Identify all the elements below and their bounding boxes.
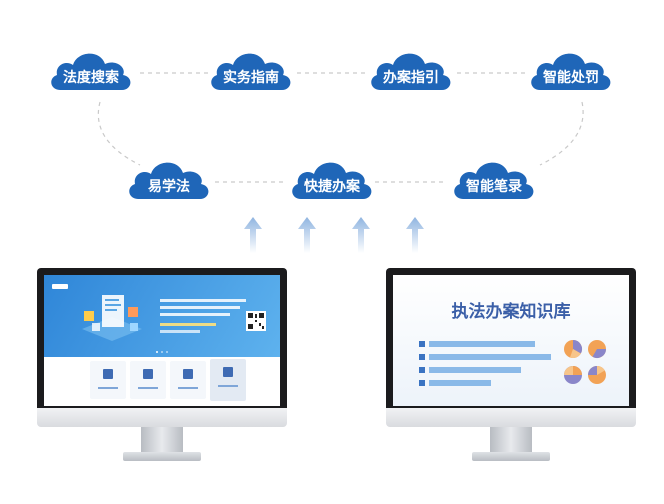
bar-marker xyxy=(419,354,425,360)
feature-tile xyxy=(170,361,206,399)
bar xyxy=(429,367,521,373)
monitor-screen: 执法办案知识库 xyxy=(393,275,629,406)
cloud-icon xyxy=(211,53,291,90)
up-arrow-icon xyxy=(298,217,316,253)
monitor-screen xyxy=(44,275,280,406)
cloud-icon xyxy=(51,53,131,90)
bar-marker xyxy=(419,367,425,373)
feature-tile xyxy=(90,361,126,399)
feature-tile-active xyxy=(210,359,246,401)
monitor-neck xyxy=(490,427,532,453)
bar-marker xyxy=(419,341,425,347)
bar xyxy=(429,354,551,360)
hero-banner xyxy=(44,275,280,357)
bar xyxy=(429,341,535,347)
cloud-label: 办案指引 xyxy=(383,70,439,86)
monitor-chin xyxy=(386,408,636,427)
bar-marker xyxy=(419,380,425,386)
cloud-label: 实务指南 xyxy=(223,70,279,86)
feature-tile xyxy=(130,361,166,399)
cloud-icon xyxy=(531,53,611,90)
cloud-label: 智能笔录 xyxy=(466,179,522,195)
knowledge-base-title: 执法办案知识库 xyxy=(451,302,571,322)
cloud-label: 快捷办案 xyxy=(304,179,360,195)
bar-chart-icon xyxy=(419,341,551,386)
hero-text-line xyxy=(160,313,230,316)
up-arrow-icon xyxy=(244,217,262,253)
cloud-icon xyxy=(129,162,209,199)
monitor-left xyxy=(37,268,287,464)
connector-curve xyxy=(539,101,584,166)
app-logo xyxy=(52,284,68,289)
cloud-label: 法度搜索 xyxy=(63,70,119,86)
qr-code-icon xyxy=(246,311,266,331)
carousel-dots xyxy=(156,351,168,353)
pie-chart-icon xyxy=(564,340,606,384)
cloud-fadu-search: 法度搜索 xyxy=(46,44,136,94)
pie xyxy=(588,366,606,384)
monitor-foot xyxy=(123,452,201,461)
monitor-foot xyxy=(472,452,550,461)
cloud-icon xyxy=(292,162,372,199)
cloud-smart-record: 智能笔录 xyxy=(449,153,539,203)
cloud-icon xyxy=(371,53,451,90)
cloud-practice-guide: 实务指南 xyxy=(206,44,296,94)
monitor-right: 执法办案知识库 xyxy=(386,268,636,464)
pie xyxy=(564,366,582,384)
hero-text-line xyxy=(160,299,246,302)
cloud-case-guidance: 办案指引 xyxy=(366,44,456,94)
up-arrow-icon xyxy=(406,217,424,253)
cloud-label: 智能处罚 xyxy=(543,70,599,86)
hero-text-line xyxy=(160,330,200,333)
pie xyxy=(588,340,606,359)
cloud-icon xyxy=(454,162,534,199)
pie xyxy=(564,340,583,359)
cloud-smart-penalty: 智能处罚 xyxy=(526,44,616,94)
cloud-quick-case: 快捷办案 xyxy=(287,153,377,203)
monitor-neck xyxy=(141,427,183,453)
hero-text-line xyxy=(160,306,240,309)
bar xyxy=(429,380,491,386)
monitor-chin xyxy=(37,408,287,427)
up-arrow-icon xyxy=(352,217,370,253)
isometric-illustration xyxy=(82,295,142,341)
cloud-label: 易学法 xyxy=(148,179,190,195)
cloud-easy-law: 易学法 xyxy=(124,153,214,203)
hero-text-line xyxy=(160,323,216,326)
